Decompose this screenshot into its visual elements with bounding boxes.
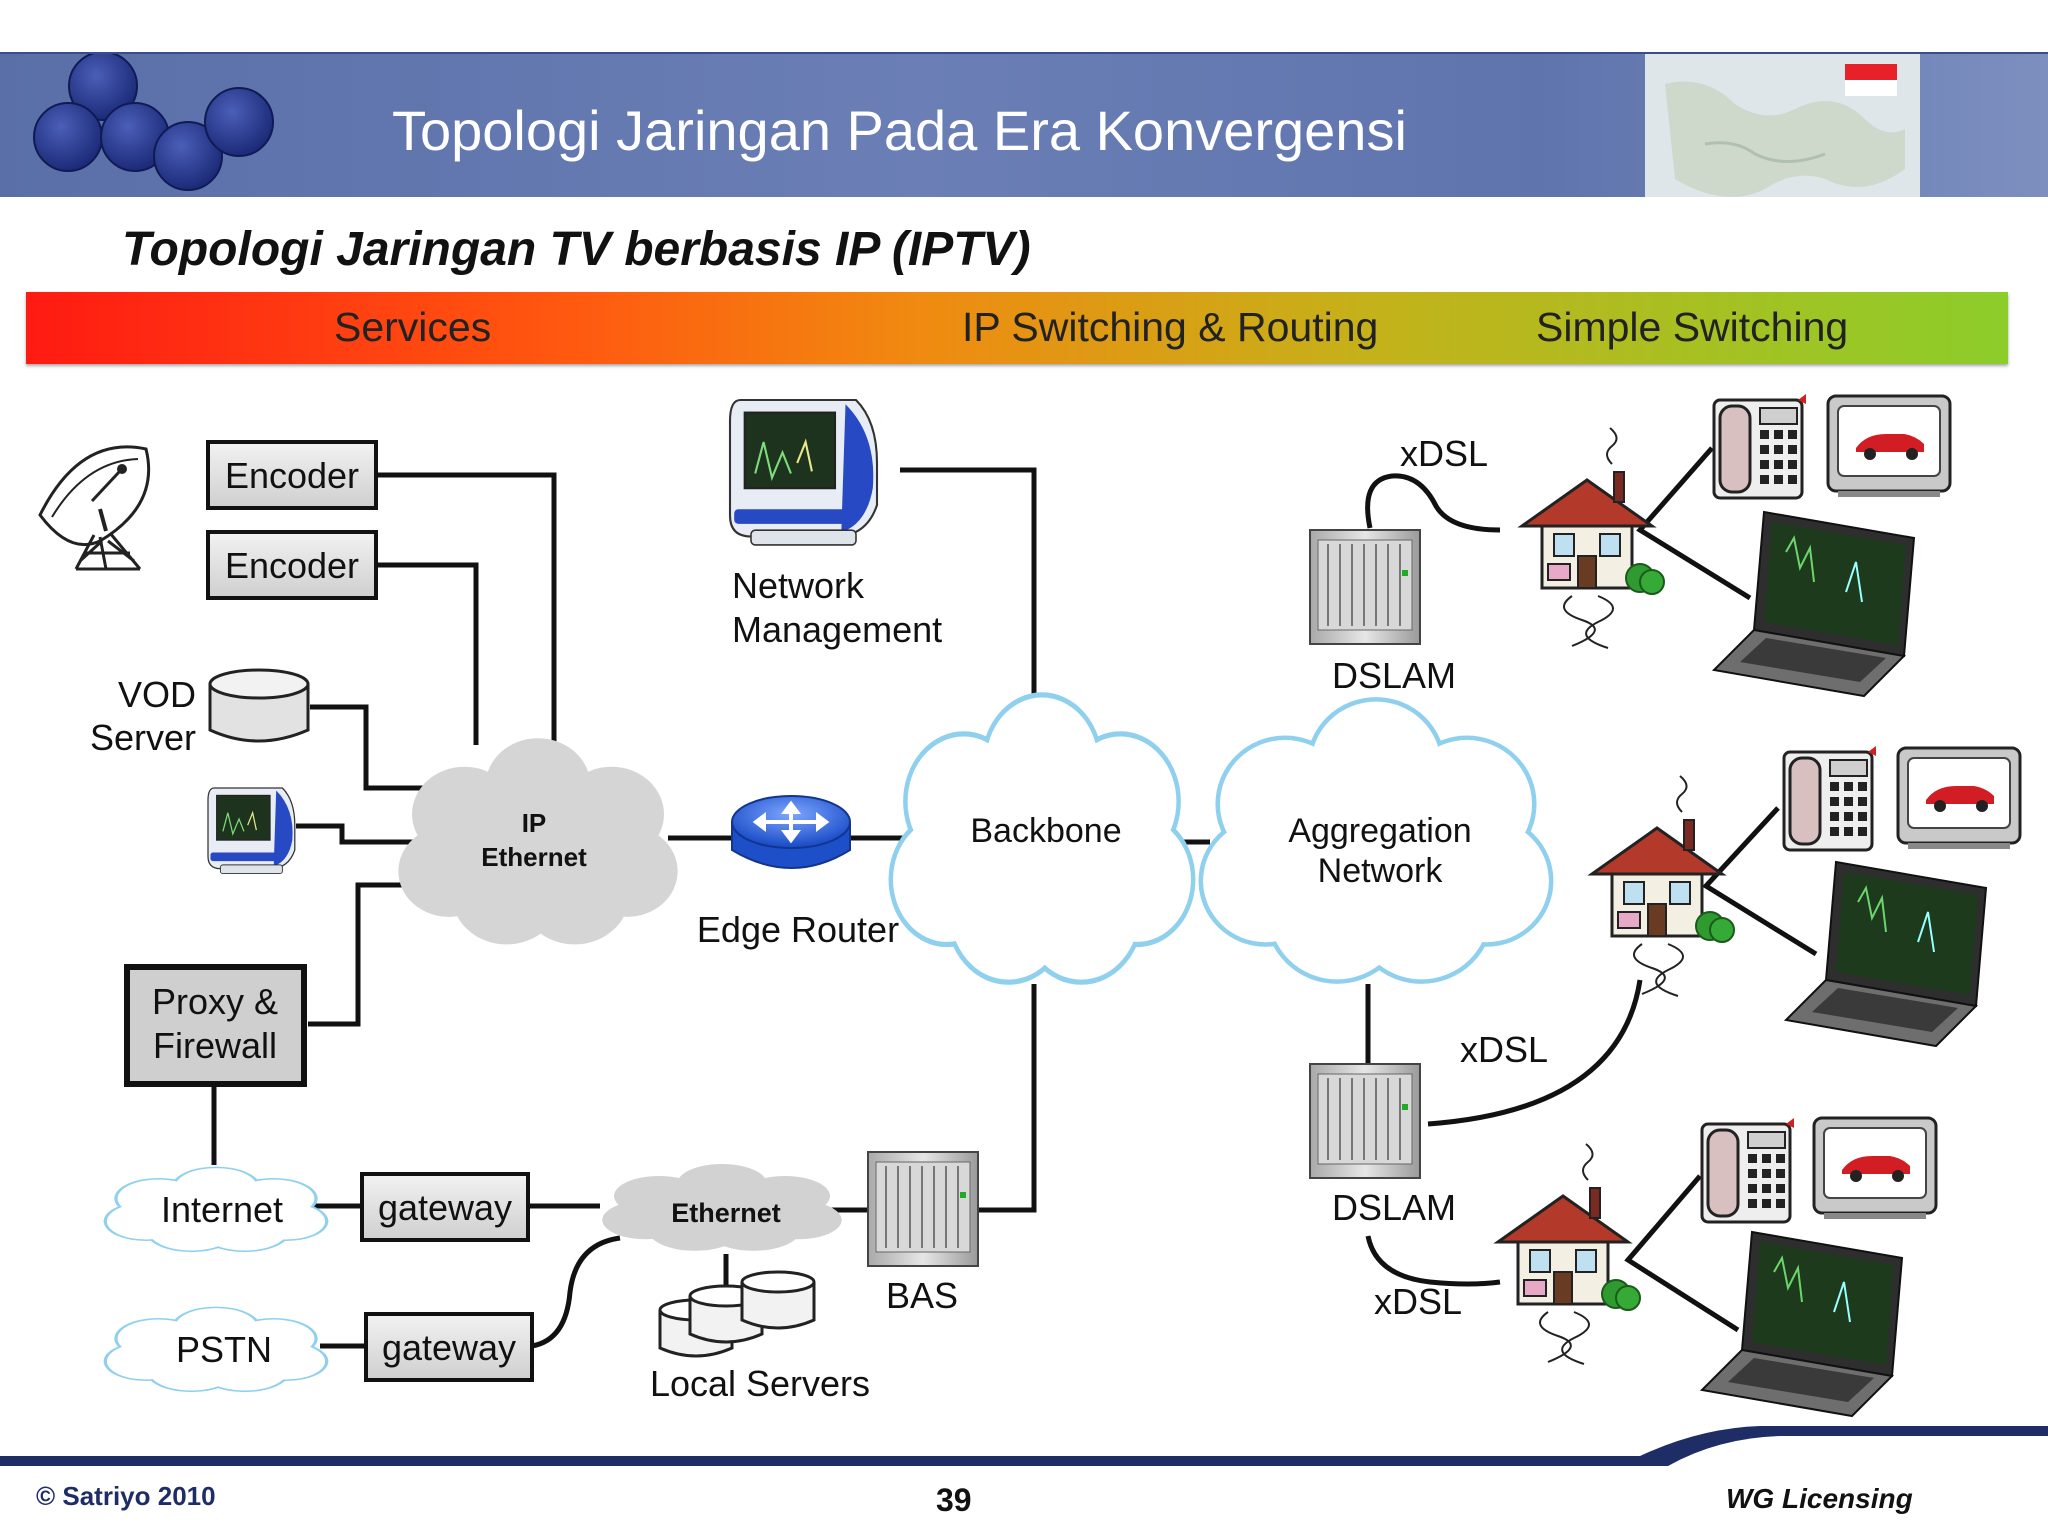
satellite-dish-icon <box>38 445 151 571</box>
vod-label-line1: VOD <box>118 674 196 715</box>
slide-title: Topologi Jaringan Pada Era Konvergensi <box>392 99 1407 162</box>
gateway-box-2: gateway <box>364 1312 534 1382</box>
map-icon <box>1645 54 1920 197</box>
gateway-label-1: gateway <box>378 1187 512 1228</box>
proxy-firewall-box: Proxy & Firewall <box>124 964 307 1087</box>
layer-band: Services IP Switching & Routing Simple S… <box>26 292 2008 364</box>
house-icon-1 <box>1520 426 1666 650</box>
television-icon-1 <box>1826 394 1952 499</box>
workstation-icon <box>207 787 296 875</box>
slide-header: Topologi Jaringan Pada Era Konvergensi <box>0 52 2048 197</box>
router-icon <box>731 795 851 869</box>
dslam-rack-icon-2 <box>1309 1063 1421 1179</box>
vod-label-line2: Server <box>90 717 196 758</box>
band-label-services: Services <box>334 304 492 350</box>
database-icon <box>208 668 310 743</box>
network-management-workstation-icon <box>728 398 879 546</box>
band-label-simple-switching: Simple Switching <box>1536 304 1849 350</box>
xdsl-label-3: xDSL <box>1374 1281 1462 1322</box>
encoder-box-1: Encoder <box>206 440 378 510</box>
band-label-ip-switching: IP Switching & Routing <box>962 304 1379 350</box>
xdsl-label-2: xDSL <box>1460 1029 1548 1070</box>
telephone-icon-3 <box>1700 1116 1796 1224</box>
local-servers-label: Local Servers <box>650 1363 870 1404</box>
diagram-subtitle: Topologi Jaringan TV berbasis IP (IPTV) <box>122 223 1031 276</box>
bas-label: BAS <box>886 1275 958 1316</box>
house-icon-3 <box>1496 1142 1642 1366</box>
copyright-text: © Satriyo 2010 <box>36 1481 216 1511</box>
xdsl-label-1: xDSL <box>1400 433 1488 474</box>
page-number: 39 <box>936 1482 972 1518</box>
gateway-label-2: gateway <box>382 1327 516 1368</box>
encoder-box-2: Encoder <box>206 530 378 600</box>
telephone-icon-2 <box>1782 744 1878 852</box>
footer-swoosh <box>0 1426 2048 1466</box>
television-icon-3 <box>1812 1116 1938 1221</box>
television-icon-2 <box>1896 746 2022 851</box>
internet-label: Internet <box>161 1189 283 1230</box>
organization-label: WG Licensing <box>1726 1483 1913 1514</box>
dslam-rack-icon-1 <box>1309 529 1421 645</box>
pstn-label: PSTN <box>176 1329 272 1370</box>
edge-router-label: Edge Router <box>697 909 899 950</box>
netmgmt-label-line1: Network <box>732 565 865 606</box>
laptop-icon-1 <box>1713 511 1915 697</box>
bas-rack-icon <box>867 1151 979 1267</box>
dslam-label-1: DSLAM <box>1332 655 1456 696</box>
aggregation-label-line2: Network <box>1318 852 1444 890</box>
house-icon-2 <box>1590 774 1736 998</box>
aggregation-label-line1: Aggregation <box>1288 812 1471 850</box>
gateway-box-1: gateway <box>360 1172 530 1242</box>
dslam-label-2: DSLAM <box>1332 1187 1456 1228</box>
telephone-icon-1 <box>1712 392 1808 500</box>
encoder-label-2: Encoder <box>225 545 359 586</box>
proxy-label-line2: Firewall <box>153 1025 277 1066</box>
ethernet-label: Ethernet <box>671 1198 781 1228</box>
encoder-label-1: Encoder <box>225 455 359 496</box>
ip-ethernet-label-line1: IP <box>522 808 547 838</box>
backbone-label: Backbone <box>970 812 1121 850</box>
proxy-label-line1: Proxy & <box>152 981 278 1022</box>
netmgmt-label-line2: Management <box>732 609 942 650</box>
connection-lines <box>211 446 1818 1349</box>
ip-ethernet-label-line2: Ethernet <box>481 842 587 872</box>
local-servers-icon <box>658 1270 816 1358</box>
circles-logo-icon <box>33 54 274 191</box>
